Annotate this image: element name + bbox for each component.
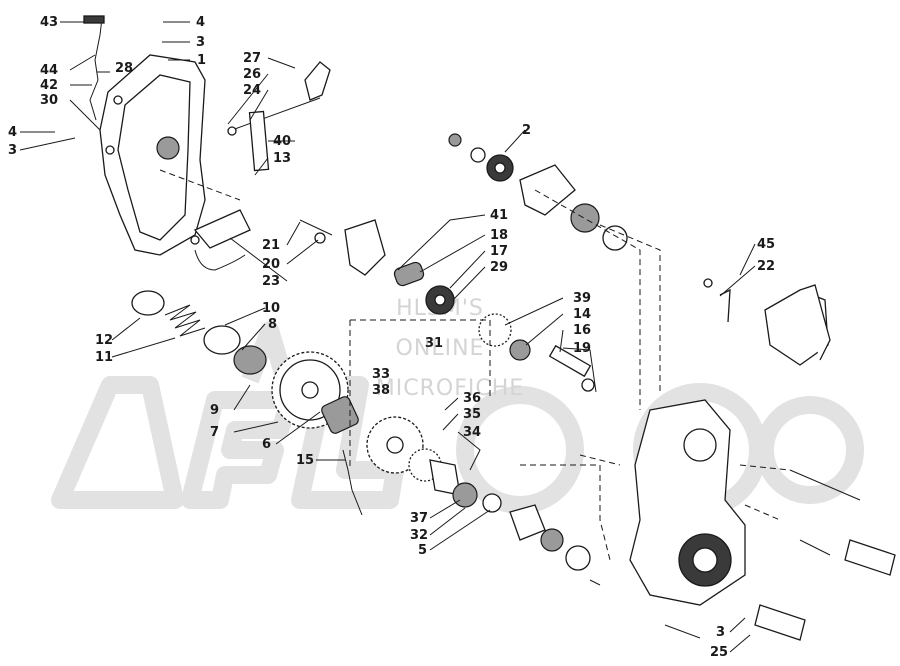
callout-7: 7 — [210, 425, 219, 440]
watermark-line-2: ONLINE — [396, 336, 485, 361]
callout-leaders — [19, 21, 756, 653]
callout-39: 39 — [573, 291, 591, 306]
callout-23: 23 — [262, 274, 280, 289]
watermark-line-3: MICROFICHE — [376, 376, 524, 401]
assembly-guides — [159, 169, 791, 561]
callout-41: 41 — [490, 208, 508, 223]
callout-35: 35 — [463, 407, 481, 422]
output-shafts — [754, 539, 896, 641]
callout-1: 1 — [197, 53, 206, 68]
callout-4: 4 — [196, 15, 205, 30]
callout-29: 29 — [490, 260, 508, 275]
callout-2: 2 — [522, 123, 531, 138]
callout-18: 18 — [490, 228, 508, 243]
callout-15: 15 — [296, 453, 314, 468]
callout-22: 22 — [757, 259, 775, 274]
callout-32: 32 — [410, 528, 428, 543]
lower-bearing-group — [429, 459, 591, 571]
callout-20: 20 — [262, 257, 280, 272]
callout-16: 16 — [573, 323, 591, 338]
callout-42: 42 — [40, 78, 58, 93]
callout-45: 45 — [757, 237, 775, 252]
tension-plate — [248, 110, 270, 172]
callouts: 43 4 3 1 44 42 28 30 4 3 27 26 24 40 13 … — [8, 15, 775, 660]
callout-24: 24 — [243, 83, 261, 98]
callout-4b: 4 — [8, 125, 17, 140]
idler-bracket — [314, 219, 386, 276]
callout-9: 9 — [210, 403, 219, 418]
callout-26: 26 — [243, 67, 261, 82]
callout-40: 40 — [273, 134, 291, 149]
bolts — [299, 219, 861, 639]
callout-30: 30 — [40, 93, 58, 108]
callout-43: 43 — [40, 15, 58, 30]
callout-3c: 3 — [716, 625, 725, 640]
callout-17: 17 — [490, 244, 508, 259]
top-shaft-sprocket-group — [448, 133, 628, 251]
callout-3b: 3 — [8, 143, 17, 158]
callout-13: 13 — [273, 151, 291, 166]
callout-6: 6 — [262, 437, 271, 452]
callout-31: 31 — [425, 336, 443, 351]
callout-34: 34 — [463, 425, 481, 440]
callout-5: 5 — [418, 543, 427, 558]
tensioner-rod — [227, 61, 331, 136]
dipstick — [83, 15, 105, 121]
callout-11: 11 — [95, 350, 113, 365]
callout-3: 3 — [196, 35, 205, 50]
callout-12: 12 — [95, 333, 113, 348]
bearing-and-sprocket-upper — [393, 261, 455, 315]
callout-28: 28 — [115, 61, 133, 76]
callout-38: 38 — [372, 383, 390, 398]
drive-chain — [342, 449, 363, 516]
callout-19: 19 — [573, 341, 591, 356]
spring-and-cup — [131, 290, 206, 337]
reverse-assembly-right — [703, 278, 831, 366]
callout-36: 36 — [463, 391, 481, 406]
small-gear-shaft — [321, 396, 359, 434]
chaincase-cover — [99, 54, 206, 256]
callout-8: 8 — [268, 317, 277, 332]
upper-right-gear — [478, 313, 595, 392]
callout-33: 33 — [372, 367, 390, 382]
callout-27: 27 — [243, 51, 261, 66]
retainer-clip — [193, 209, 251, 271]
callout-44: 44 — [40, 63, 58, 78]
callout-10: 10 — [262, 301, 280, 316]
callout-25: 25 — [710, 645, 728, 660]
callout-21: 21 — [262, 238, 280, 253]
chaincase-housing — [629, 399, 746, 606]
callout-14: 14 — [573, 307, 591, 322]
bearing-ring — [203, 325, 267, 375]
callout-37: 37 — [410, 511, 428, 526]
